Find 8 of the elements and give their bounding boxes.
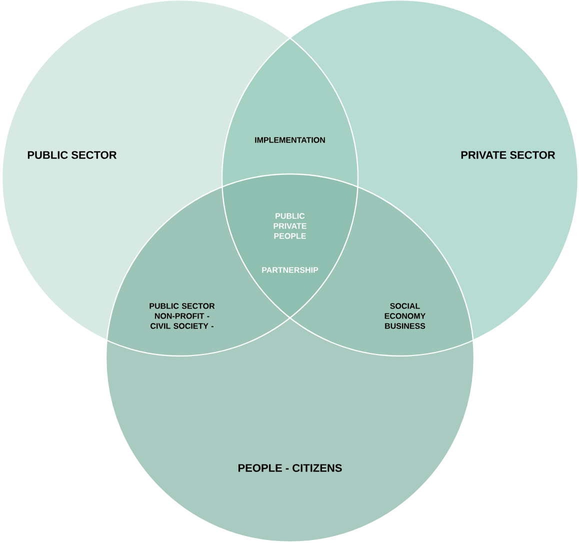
region-label: SOCIAL ECONOMY BUSINESS <box>384 303 426 329</box>
region-label: PUBLIC SECTOR NON-PROFIT - CIVIL SOCIETY - <box>150 303 215 329</box>
region-label: PUBLIC PRIVATE PEOPLE <box>274 213 306 239</box>
sector-label: PEOPLE - CITIZENS <box>238 464 342 472</box>
sector-label: PRIVATE SECTOR <box>461 151 556 159</box>
region-label: IMPLEMENTATION <box>255 137 325 143</box>
sector-label: PUBLIC SECTOR <box>28 151 117 159</box>
region-label: PARTNERSHIP <box>262 267 318 273</box>
